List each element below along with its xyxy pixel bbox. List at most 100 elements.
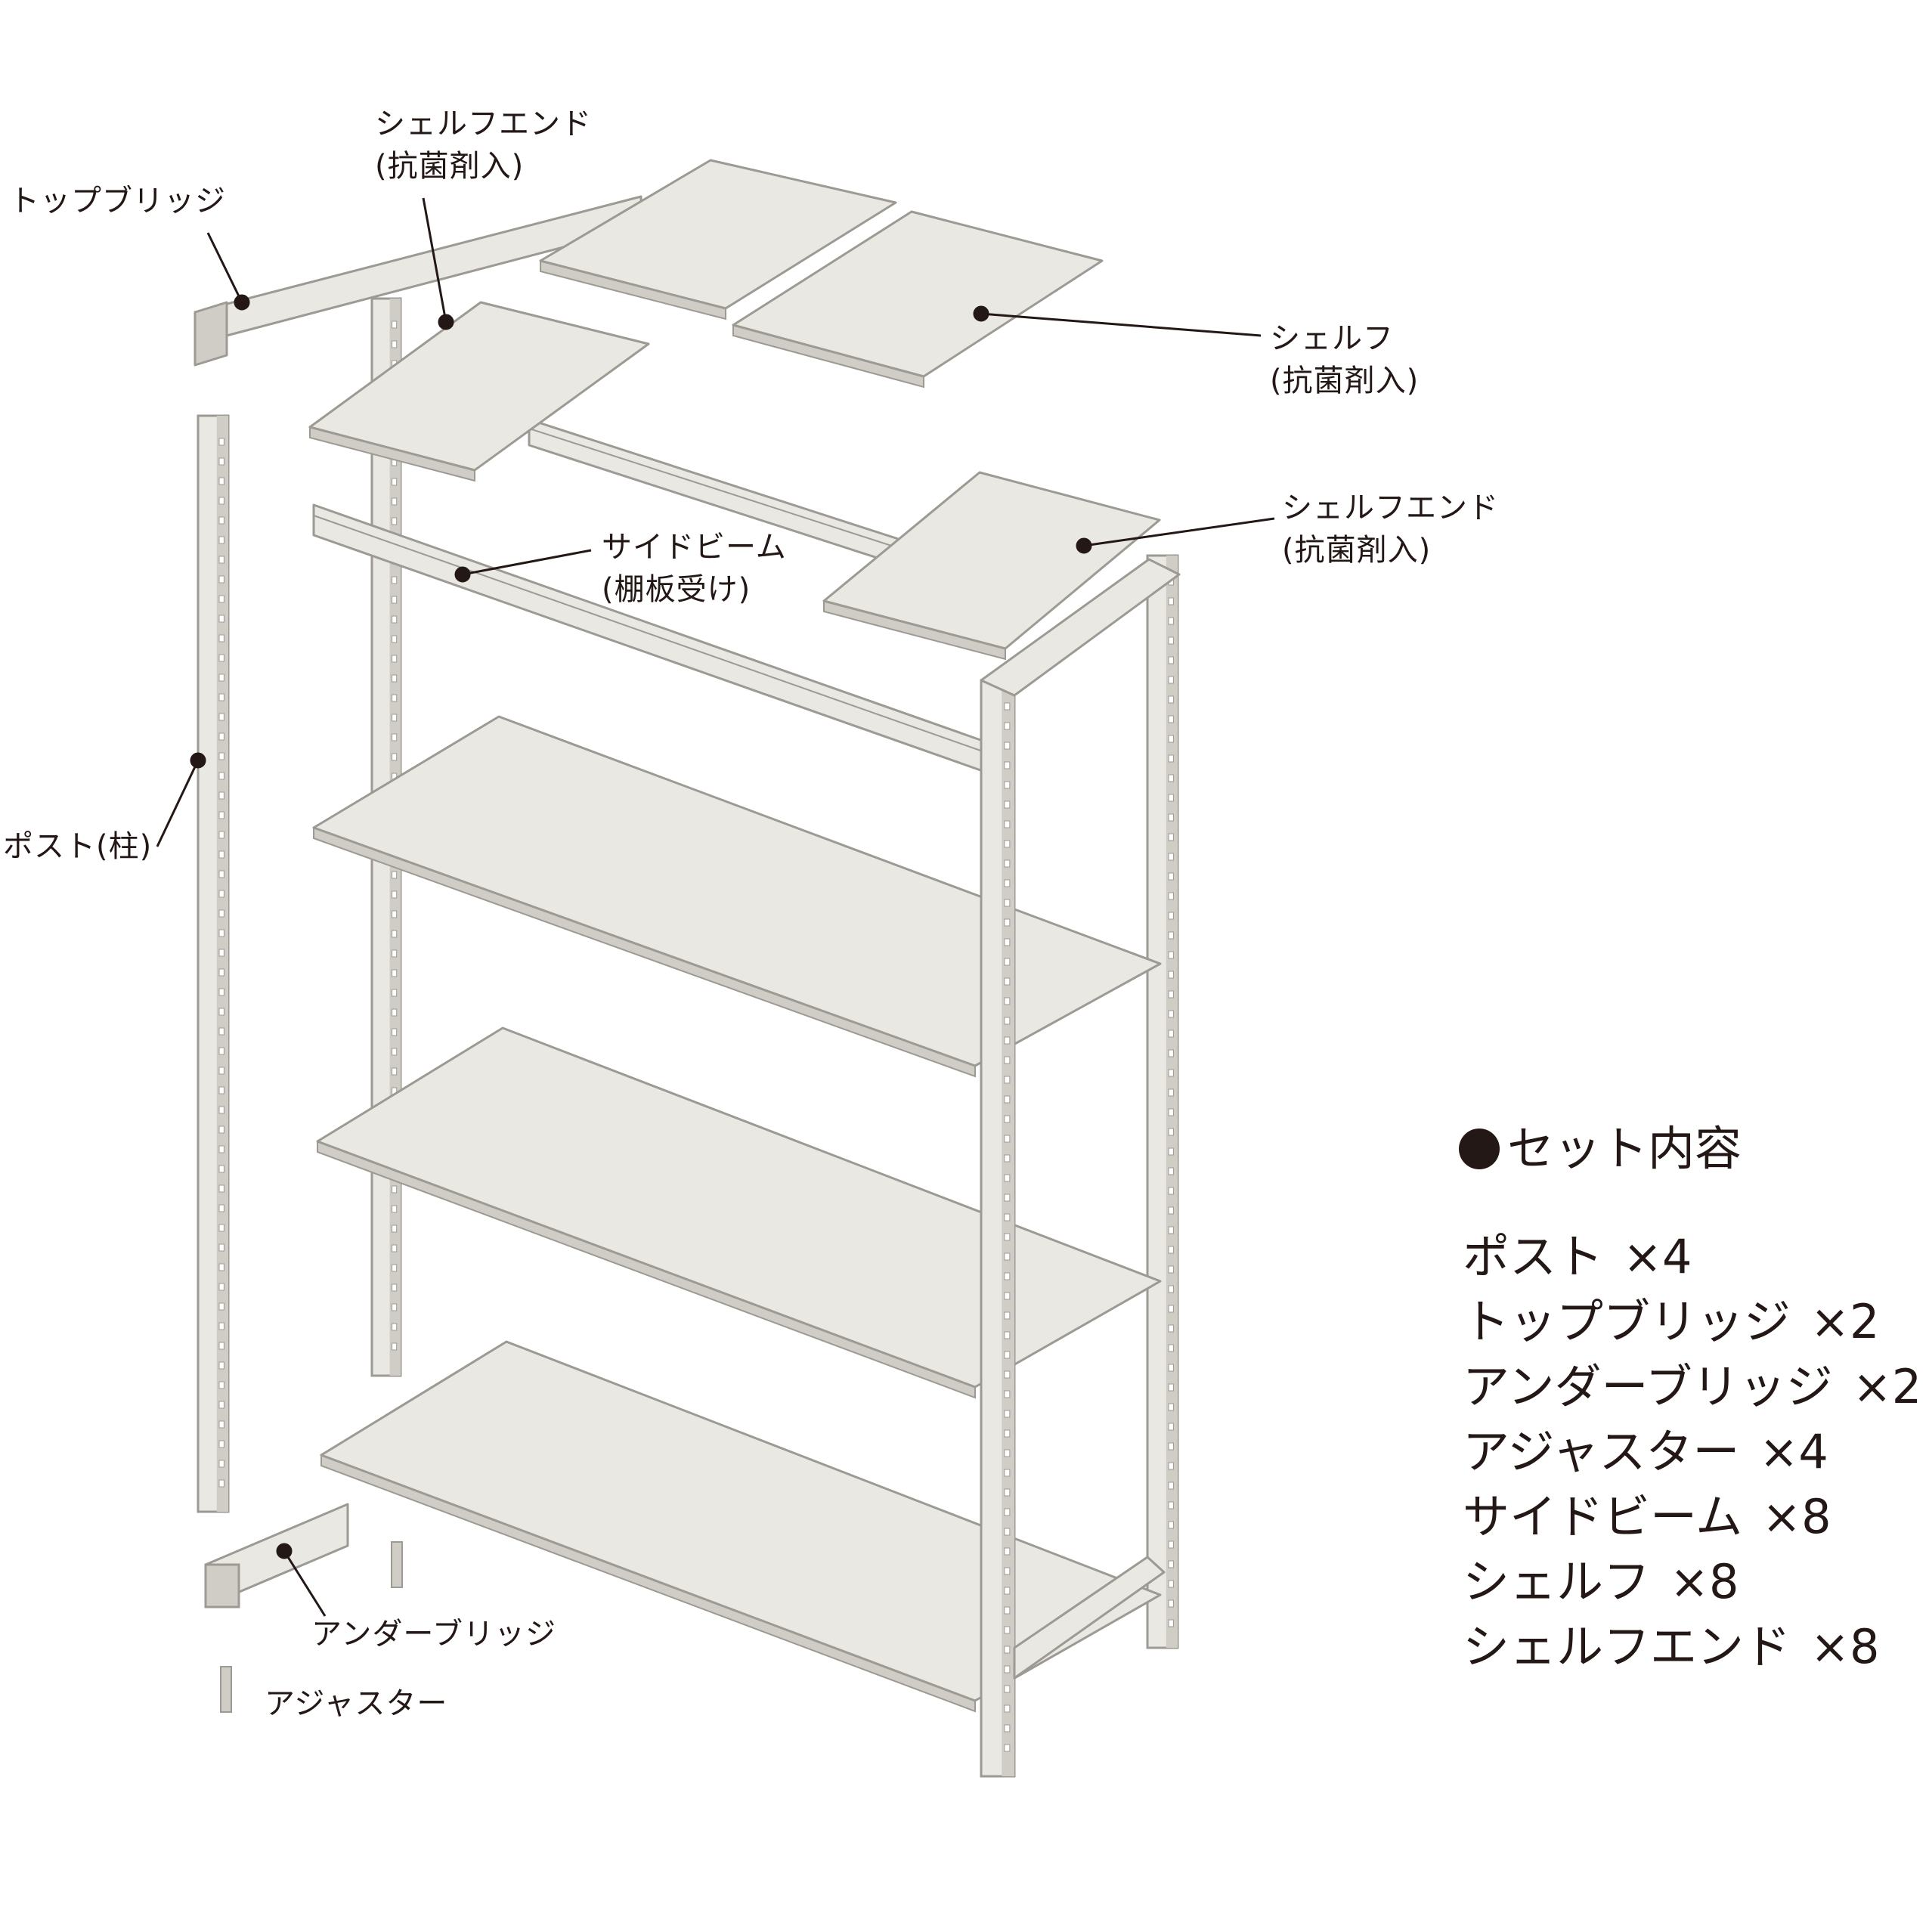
post-notch xyxy=(1004,722,1011,730)
leader-under-bridge xyxy=(283,1550,327,1617)
post-notch xyxy=(218,1125,224,1134)
post-notch xyxy=(1004,800,1011,809)
post-notch xyxy=(1004,1115,1011,1123)
post-notch xyxy=(1004,1213,1011,1221)
post-notch xyxy=(1004,859,1011,868)
post-notch xyxy=(218,1145,224,1153)
post-notch xyxy=(1004,1252,1011,1261)
post-notch xyxy=(1168,1344,1174,1352)
post-notch xyxy=(392,517,398,525)
shelf-end-top-deck xyxy=(308,301,650,472)
post-notch xyxy=(1004,997,1011,1005)
post-notch xyxy=(1004,820,1011,828)
post-notch xyxy=(1004,1567,1011,1575)
list-item: アジャスター×4 xyxy=(1463,1424,1828,1479)
post-notch xyxy=(1168,931,1174,940)
list-item: シェルフエンド×8 xyxy=(1463,1619,1880,1674)
post-notch xyxy=(218,791,224,800)
post-notch xyxy=(1004,1056,1011,1064)
label-side-beam: サイドビーム (棚板受け) xyxy=(602,530,787,607)
post-notch xyxy=(392,596,398,604)
post-notch xyxy=(1004,1311,1011,1320)
post-notch xyxy=(218,536,224,544)
post-notch xyxy=(218,1086,224,1094)
post-notch xyxy=(218,673,224,682)
post-notch xyxy=(218,1263,224,1271)
post-notch xyxy=(1168,1069,1174,1077)
post-notch xyxy=(1004,1154,1011,1163)
post-notch xyxy=(1168,1187,1174,1195)
shelf-top-left-deck xyxy=(539,159,897,310)
post-notch xyxy=(218,654,224,662)
shelf-top-right-deck xyxy=(732,210,1104,378)
post-notch xyxy=(1168,1540,1174,1549)
post-notch xyxy=(1168,1128,1174,1136)
leader-shelf-end-right xyxy=(1083,517,1275,547)
leader-top-bridge-dot xyxy=(234,294,250,311)
post-notch xyxy=(1168,1246,1174,1254)
adjuster-part-1 xyxy=(391,1541,403,1588)
post-notch xyxy=(1168,1482,1174,1490)
post-notch xyxy=(1168,1226,1174,1234)
post-notch xyxy=(392,733,398,742)
post-notch xyxy=(392,753,398,761)
post-notch xyxy=(1168,1265,1174,1274)
post-notch xyxy=(1004,1449,1011,1457)
post-notch xyxy=(1168,1364,1174,1372)
post-notch xyxy=(1004,1665,1011,1673)
post-notch xyxy=(1004,1508,1011,1516)
post-notch xyxy=(392,1264,398,1272)
post-notch xyxy=(1168,715,1174,723)
post-notch xyxy=(1004,958,1011,966)
post-notch xyxy=(218,497,224,505)
post-notch xyxy=(392,340,398,348)
leader-under-bridge-dot xyxy=(276,1543,293,1559)
post-notch xyxy=(218,1184,224,1193)
post-notch xyxy=(1168,636,1174,645)
post-notch xyxy=(218,772,224,780)
loose-post-side xyxy=(216,416,228,1512)
post-notch xyxy=(1004,1370,1011,1379)
post-notch xyxy=(218,615,224,623)
post-notch xyxy=(218,634,224,642)
post-notch xyxy=(392,1067,398,1076)
post-notch xyxy=(1004,879,1011,887)
post-notch xyxy=(1004,1233,1011,1241)
post-notch xyxy=(392,714,398,722)
post-notch xyxy=(218,1322,224,1330)
post-notch xyxy=(392,969,398,977)
post-notch xyxy=(218,870,224,878)
list-item: シェルフ×8 xyxy=(1463,1554,1739,1609)
post-notch xyxy=(1004,1547,1011,1556)
post-notch xyxy=(218,811,224,819)
front-right-post-side xyxy=(1002,680,1014,1776)
post-notch xyxy=(218,949,224,957)
post-notch xyxy=(218,752,224,760)
post-notch xyxy=(1168,1029,1174,1038)
post-notch xyxy=(1168,990,1174,999)
post-notch xyxy=(392,635,398,643)
post-notch xyxy=(392,1342,398,1351)
post-notch xyxy=(1168,1010,1174,1018)
post-notch xyxy=(218,1243,224,1252)
post-notch xyxy=(218,850,224,859)
post-notch xyxy=(1168,813,1174,822)
list-item: サイドビーム×8 xyxy=(1463,1489,1831,1544)
post-notch xyxy=(1168,754,1174,763)
post-notch xyxy=(218,1420,224,1429)
post-notch xyxy=(218,968,224,977)
post-notch xyxy=(1168,1305,1174,1313)
post-notch xyxy=(1004,977,1011,986)
post-notch xyxy=(218,732,224,741)
post-notch xyxy=(1004,1194,1011,1202)
post-notch xyxy=(1168,695,1174,704)
post-notch xyxy=(392,1008,398,1017)
post-notch xyxy=(218,1361,224,1370)
post-notch xyxy=(1168,1403,1174,1411)
post-notch xyxy=(1168,774,1174,782)
post-notch xyxy=(1004,1272,1011,1280)
post-notch xyxy=(392,871,398,879)
post-notch xyxy=(218,1204,224,1212)
post-notch xyxy=(1168,656,1174,664)
